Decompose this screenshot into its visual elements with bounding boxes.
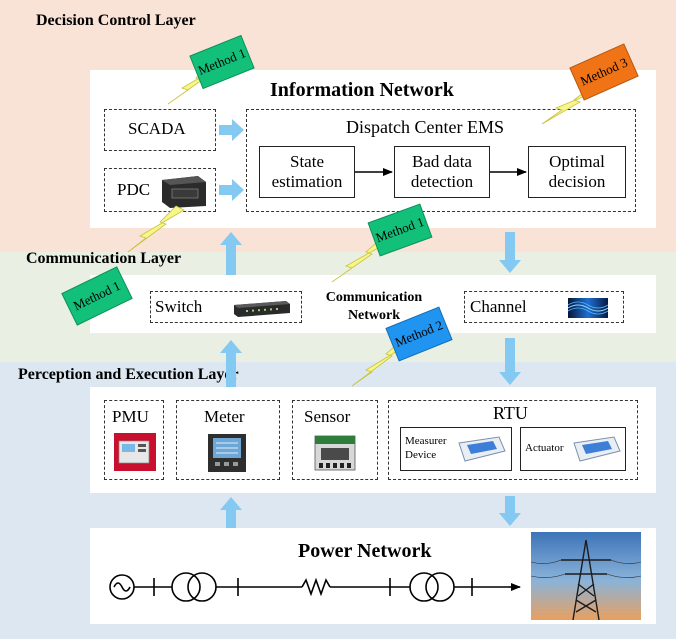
pdc-label: PDC [117, 180, 151, 199]
resistor-icon [301, 577, 331, 597]
power-network-title: Power Network [298, 540, 432, 562]
meter-label: Meter [204, 407, 245, 426]
transformer-icon-1 [171, 572, 201, 602]
actuator-device-icon [573, 436, 621, 462]
actuator-label: Actuator [525, 442, 564, 455]
arrow-meter-to-switch [220, 340, 242, 387]
communication-network-panel [90, 275, 656, 333]
optimal-decision-box: Optimal decision [528, 146, 626, 198]
arrow-rtu-to-power [499, 496, 521, 526]
pdc-device-icon [162, 176, 206, 208]
arrow-scada-to-ems [219, 119, 244, 141]
communication-layer-title: Communication Layer [26, 250, 182, 267]
perception-layer-title: Perception and Execution Layer [18, 366, 239, 383]
ems-title: Dispatch Center EMS [346, 117, 504, 137]
pdc-box [104, 168, 216, 212]
transformer-icon-2 [409, 572, 439, 602]
scada-label: SCADA [128, 119, 186, 138]
bad-data-detection-box: Bad data detection [394, 146, 490, 198]
lightning-icon-method1-pdc [127, 205, 185, 253]
pmu-label: PMU [112, 407, 149, 426]
arrow-channel-to-rtu [499, 338, 521, 385]
information-network-title: Information Network [270, 79, 454, 101]
channel-box [464, 291, 624, 323]
measurer-device-icon [458, 436, 506, 462]
state-estimation-box: State estimation [259, 146, 355, 198]
arrow-ems-to-channel [499, 232, 521, 273]
switch-box [150, 291, 302, 323]
communication-network-title: Communication Network [325, 290, 423, 324]
decision-layer-title: Decision Control Layer [36, 12, 196, 29]
rtu-box [388, 400, 638, 480]
block-arrows [219, 119, 521, 528]
rtu-label: RTU [493, 403, 528, 423]
lightning-bolts [127, 61, 601, 387]
measurer-device-label: Measurer Device [405, 435, 447, 461]
ems-box [246, 109, 636, 212]
sensor-label: Sensor [304, 407, 351, 426]
transmission-tower-image [531, 532, 641, 620]
meter-device-icon [208, 434, 246, 472]
channel-icon [568, 298, 608, 318]
scada-box [104, 109, 216, 151]
arrow-switch-to-pdc [220, 232, 242, 275]
switch-device-icon [234, 301, 290, 317]
arrow-pdc-to-ems [219, 179, 244, 201]
meter-box [176, 400, 280, 480]
arrow-power-to-perception [220, 497, 242, 528]
power-circuit [109, 572, 508, 602]
pmu-box [104, 400, 164, 480]
sensor-box [292, 400, 378, 480]
pmu-device-icon [114, 433, 156, 471]
sensor-device-icon [314, 435, 356, 471]
switch-label: Switch [155, 297, 203, 316]
channel-label: Channel [470, 297, 527, 316]
